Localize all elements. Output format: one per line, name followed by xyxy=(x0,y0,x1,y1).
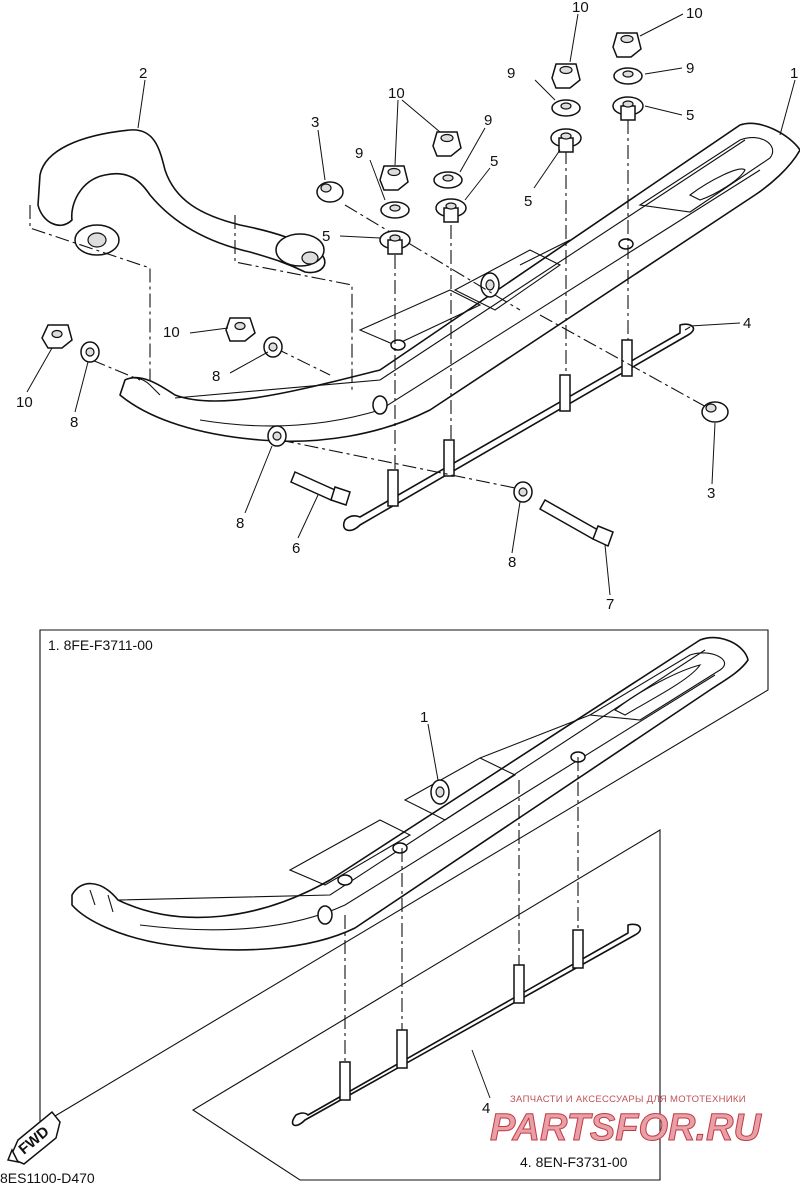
hardware-bushing-5 xyxy=(379,96,644,255)
runner-part-number: 4. 8EN-F3731-00 xyxy=(520,1154,628,1170)
callout-leaders xyxy=(26,13,796,596)
inset-callouts: 1 4 1. 8FE-F3711-00 4. 8EN-F3731-00 xyxy=(48,637,628,1170)
callout-10: 10 xyxy=(572,0,589,16)
hardware-nut-10 xyxy=(41,32,642,349)
hardware-spacer-3 xyxy=(316,181,729,423)
callout-5: 5 xyxy=(490,153,498,170)
assembly-centerlines xyxy=(91,120,709,491)
hardware-collar-8 xyxy=(80,336,533,503)
runner-studs xyxy=(387,339,633,507)
callout-1: 1 xyxy=(790,65,798,82)
fwd-arrow-icon: FWD xyxy=(6,1110,61,1165)
runner-main xyxy=(342,323,695,532)
watermark-tagline: ЗАПЧАСТИ И АКСЕССУАРЫ ДЛЯ МОТОТЕХНИКИ xyxy=(510,1094,746,1105)
hardware-washer-9 xyxy=(380,67,643,219)
callout-9: 9 xyxy=(355,145,363,162)
ski-inset xyxy=(71,636,749,951)
callout-10: 10 xyxy=(163,324,180,341)
hardware-bolt-7 xyxy=(538,498,614,548)
callout-4-inset: 4 xyxy=(482,1100,490,1117)
hardware-bolt-6 xyxy=(290,470,351,506)
diagram-code: 8ES1100-D470 xyxy=(0,1170,95,1186)
callout-5: 5 xyxy=(524,193,532,210)
callout-10: 10 xyxy=(686,5,703,22)
callout-9: 9 xyxy=(507,65,515,82)
ski-part-number: 1. 8FE-F3711-00 xyxy=(48,637,153,653)
callout-8: 8 xyxy=(236,515,244,532)
ski-main xyxy=(119,122,800,443)
callout-5: 5 xyxy=(686,107,694,124)
callout-10: 10 xyxy=(388,85,405,102)
callout-2: 2 xyxy=(139,65,147,82)
watermark-brand: PARTSFOR.RU xyxy=(490,1107,762,1149)
ski-handle xyxy=(29,129,353,390)
runner-inset xyxy=(291,757,642,1127)
callout-7: 7 xyxy=(606,596,614,613)
callout-9: 9 xyxy=(686,60,694,77)
callout-8: 8 xyxy=(70,414,78,431)
callout-3: 3 xyxy=(311,114,319,131)
callout-labels: 2 3 10 9 9 5 5 9 5 10 10 9 5 1 4 10 8 10… xyxy=(16,0,798,613)
callout-8: 8 xyxy=(508,554,516,571)
callout-4: 4 xyxy=(743,315,751,332)
callout-3: 3 xyxy=(707,485,715,502)
watermark: ЗАПЧАСТИ И АКСЕССУАРЫ ДЛЯ МОТОТЕХНИКИ PA… xyxy=(490,1094,763,1150)
callout-10: 10 xyxy=(16,394,33,411)
inset-frame xyxy=(39,629,769,1181)
callout-1-inset: 1 xyxy=(420,709,428,726)
callout-9: 9 xyxy=(484,112,492,129)
callout-8: 8 xyxy=(212,368,220,385)
callout-6: 6 xyxy=(292,540,300,557)
callout-5: 5 xyxy=(322,228,330,245)
